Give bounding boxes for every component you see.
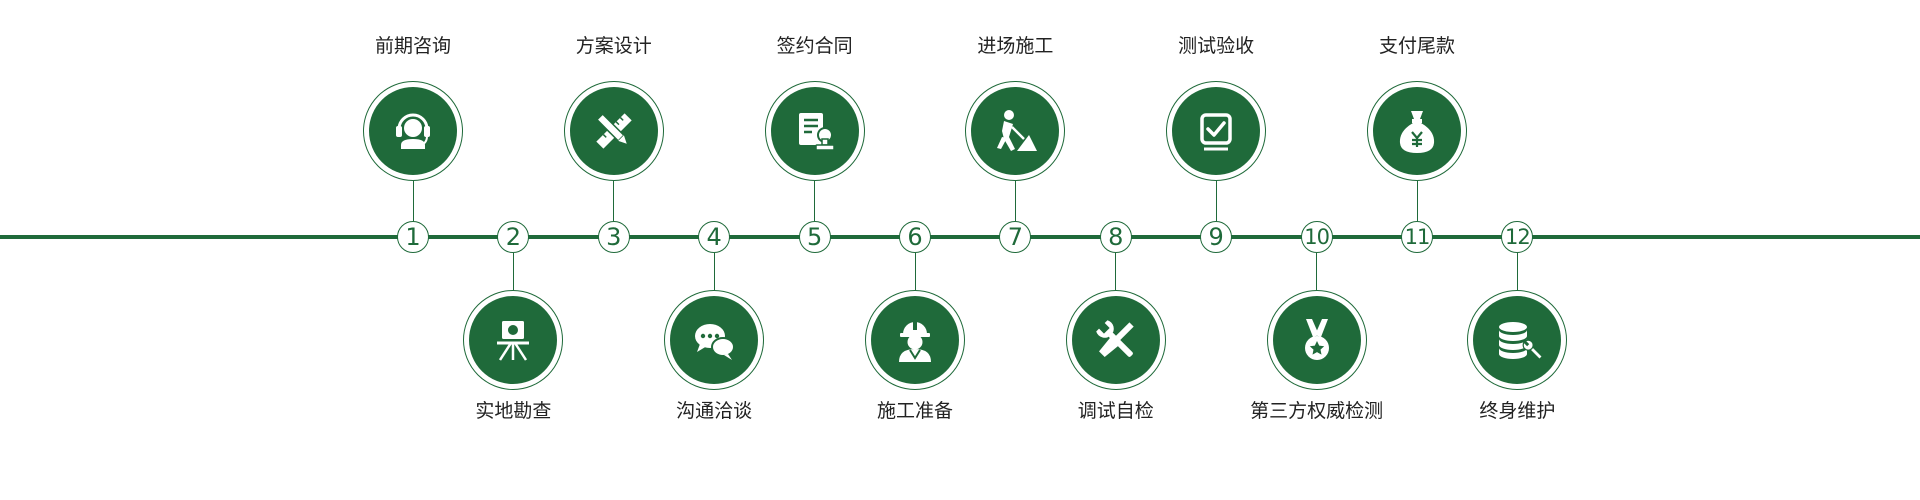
step-badge [1367, 81, 1467, 181]
step-connector [1416, 181, 1418, 221]
step-icon-disc [971, 87, 1060, 175]
step-connector [412, 181, 414, 221]
step-number: 6 [899, 221, 931, 253]
step-connector [1115, 253, 1117, 290]
step-icon-disc [770, 87, 859, 175]
step-label: 调试自检 [1077, 400, 1154, 422]
step-number: 8 [1099, 221, 1132, 253]
step-number: 9 [1200, 221, 1233, 253]
step-label: 方案设计 [575, 35, 652, 57]
step-number: 2 [497, 221, 530, 253]
chat-bubbles-icon [695, 324, 736, 360]
step-badge [664, 290, 765, 390]
step-number: 7 [999, 221, 1032, 253]
step-label: 第三方权威检测 [1250, 400, 1384, 422]
database-wrench-icon [1499, 322, 1544, 361]
step-icon-disc [469, 296, 558, 384]
step-icon-disc [1071, 296, 1160, 384]
step-connector [1516, 253, 1518, 290]
contract-stamp-icon [798, 113, 835, 151]
step-icon-disc [670, 296, 759, 384]
step-number: 3 [597, 221, 630, 253]
step-connector [613, 181, 615, 221]
step-badge [463, 290, 564, 390]
step-badge [865, 290, 965, 390]
step-icon-disc [1272, 296, 1361, 384]
step-number: 5 [798, 221, 831, 253]
step-number: 1 [397, 221, 429, 253]
step-badge [1467, 290, 1568, 390]
step-connector [1215, 181, 1217, 221]
step-badge [1266, 290, 1367, 390]
step-number: 4 [698, 221, 731, 253]
step-label: 终身维护 [1479, 400, 1556, 422]
step-number: 11 [1401, 221, 1433, 253]
step-icon-disc [1473, 296, 1562, 384]
construction-worker-icon [997, 110, 1038, 151]
step-connector [1316, 253, 1318, 290]
money-bag-icon [1399, 111, 1435, 153]
step-connector [512, 253, 514, 290]
step-icon-disc [369, 87, 457, 175]
step-label: 进场施工 [977, 35, 1054, 57]
timeline-axis [0, 235, 1920, 239]
pencil-ruler-icon [595, 112, 632, 149]
step-connector [914, 253, 916, 290]
step-connector [814, 181, 816, 221]
step-badge [965, 81, 1066, 181]
tools-icon [1095, 320, 1134, 357]
step-badge [1065, 290, 1166, 390]
step-label: 测试验收 [1178, 35, 1255, 57]
step-number: 10 [1300, 221, 1333, 253]
step-icon-disc [1373, 87, 1461, 175]
medal-icon [1304, 319, 1329, 360]
step-label: 沟通洽谈 [676, 400, 753, 422]
step-badge [363, 81, 463, 181]
step-icon-disc [569, 87, 658, 175]
step-label: 前期咨询 [374, 35, 451, 57]
step-number: 12 [1501, 221, 1534, 253]
step-badge [1166, 81, 1267, 181]
worker-helmet-icon [899, 322, 931, 362]
step-label: 签约合同 [776, 35, 853, 57]
step-label: 支付尾款 [1378, 35, 1455, 57]
step-icon-disc [1172, 87, 1261, 175]
step-badge [764, 81, 865, 181]
step-connector [713, 253, 715, 290]
survey-instrument-icon [497, 321, 530, 361]
step-label: 实地勘查 [475, 400, 552, 422]
step-icon-disc [871, 296, 959, 384]
headset-icon [396, 113, 430, 149]
step-label: 施工准备 [876, 400, 953, 422]
step-connector [1014, 181, 1016, 221]
checkbox-icon [1200, 113, 1232, 151]
step-badge [563, 81, 664, 181]
